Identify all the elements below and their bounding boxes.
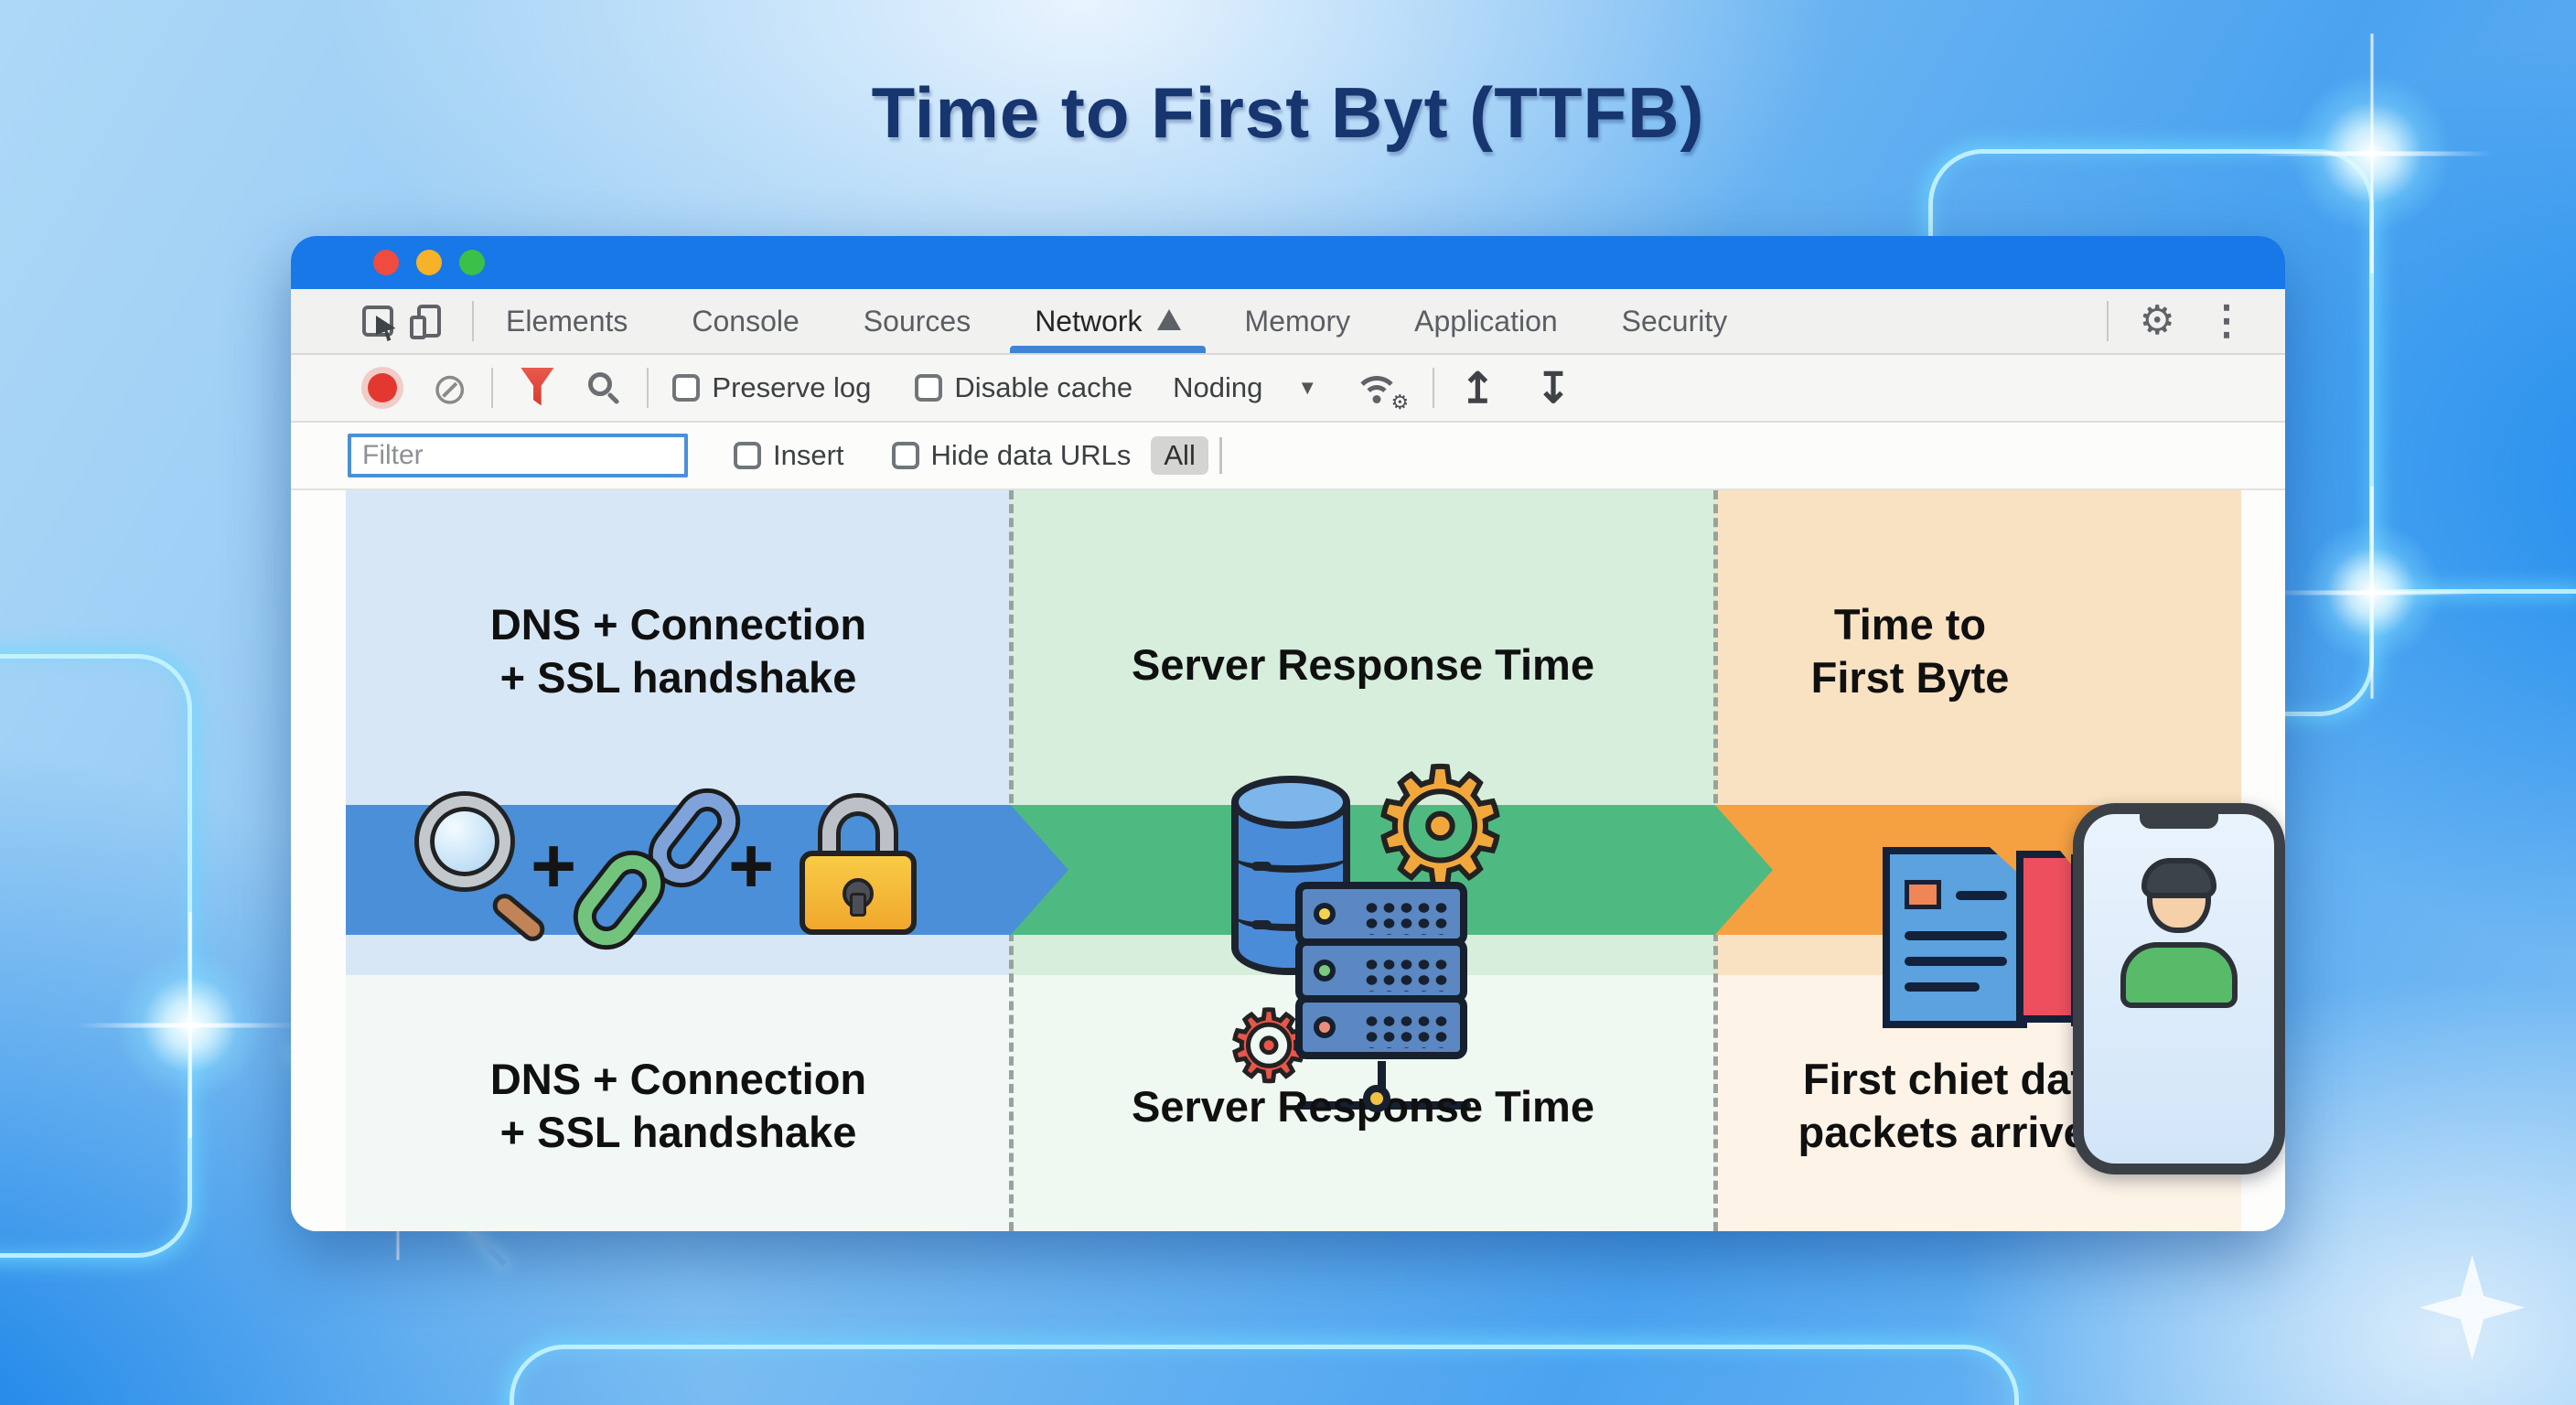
filter-funnel-icon[interactable] xyxy=(521,368,554,406)
lens-flare xyxy=(114,949,265,1100)
zoom-button[interactable] xyxy=(459,250,485,275)
tab-memory[interactable]: Memory xyxy=(1213,289,1383,353)
stage-dns-top-label: DNS + Connection + SSL handshake xyxy=(489,600,867,702)
documents-icon xyxy=(1883,847,2027,1028)
disable-cache-label: Disable cache xyxy=(954,371,1133,403)
preserve-log-label: Preserve log xyxy=(712,371,872,403)
server-rack-icon xyxy=(1295,882,1467,1059)
throttling-select[interactable]: Noding xyxy=(1173,371,1263,403)
stage-server-bottom-label: Server Response Time xyxy=(1132,1082,1594,1131)
insert-label: Insert xyxy=(773,439,844,471)
inspect-element-icon[interactable] xyxy=(362,306,396,341)
phone-notch xyxy=(2140,812,2218,829)
hide-data-urls-checkbox[interactable] xyxy=(891,442,919,469)
user-avatar-icon xyxy=(2120,858,2238,1008)
neon-rect-bottom xyxy=(510,1345,2019,1405)
window-titlebar xyxy=(291,236,2285,289)
tab-label: Console xyxy=(692,304,800,338)
tab-security[interactable]: Security xyxy=(1590,289,1760,353)
filter-input[interactable] xyxy=(348,434,688,477)
insert-checkbox[interactable] xyxy=(734,442,761,469)
preserve-log-checkbox[interactable] xyxy=(672,374,701,402)
tab-network[interactable]: Network xyxy=(1003,289,1212,353)
cursor-icon xyxy=(376,316,396,341)
plus-sign: + xyxy=(531,822,577,910)
close-button[interactable] xyxy=(373,250,399,275)
devtools-tabbar: Elements Console Sources Network Memory … xyxy=(291,289,2285,355)
record-button[interactable] xyxy=(368,373,397,402)
minimize-button[interactable] xyxy=(416,250,442,275)
divider xyxy=(2106,301,2109,341)
panel-dns-bottom xyxy=(346,975,1011,1231)
search-icon[interactable] xyxy=(588,372,620,405)
kebab-menu-icon[interactable]: ⋮ xyxy=(2206,298,2247,343)
tab-label: Application xyxy=(1414,304,1558,338)
tab-label: Elements xyxy=(506,304,628,338)
diagram-content: + + ⚙ ⚙ xyxy=(291,490,2285,1231)
device-frame-icon xyxy=(410,316,426,339)
stage-server-top-label: Server Response Time xyxy=(1132,640,1594,689)
disable-cache-checkbox[interactable] xyxy=(915,374,943,402)
chevron-down-icon[interactable]: ▼ xyxy=(1297,376,1318,399)
tab-application[interactable]: Application xyxy=(1382,289,1590,353)
padlock-icon xyxy=(800,798,917,935)
network-conditions-icon[interactable]: ⚙ xyxy=(1352,369,1409,413)
magnifier-icon xyxy=(419,796,556,949)
sparkle-icon xyxy=(2420,1255,2525,1360)
tab-sources[interactable]: Sources xyxy=(832,289,1003,353)
plus-sign: + xyxy=(728,822,775,910)
lens-flare xyxy=(2292,73,2452,233)
tab-label: Memory xyxy=(1244,304,1351,338)
tab-console[interactable]: Console xyxy=(660,289,831,353)
warning-icon xyxy=(1156,308,1181,330)
network-toolbar: ⊘ Preserve log Disable cache Noding ▼ ⚙ … xyxy=(291,355,2285,423)
import-har-icon[interactable]: ↥ xyxy=(1460,364,1496,412)
lens-flare xyxy=(2301,521,2442,663)
mini-gear-icon: ⚙ xyxy=(1390,391,1410,413)
stage-ttfb-top-label: Time to First Byte xyxy=(1810,600,2010,702)
page-title: Time to First Byt (TTFB) xyxy=(871,72,1705,153)
chain-link-icon xyxy=(566,781,747,957)
hide-data-urls-label: Hide data URLs xyxy=(930,439,1132,471)
settings-gear-icon[interactable]: ⚙ xyxy=(2139,298,2175,343)
phone-screen xyxy=(2084,814,2274,1164)
network-node-icon xyxy=(1363,1085,1390,1112)
tab-label: Sources xyxy=(863,304,971,338)
export-har-icon[interactable]: ↧ xyxy=(1535,364,1572,412)
stage-dns-bottom-label: DNS + Connection + SSL handshake xyxy=(489,1055,867,1156)
device-toolbar-icon[interactable] xyxy=(410,305,441,339)
all-filter-chip[interactable]: All xyxy=(1151,436,1208,475)
divider xyxy=(1433,368,1435,408)
divider xyxy=(472,301,474,341)
divider xyxy=(491,368,494,408)
tab-label: Security xyxy=(1621,304,1728,338)
divider xyxy=(1218,437,1222,474)
tab-elements[interactable]: Elements xyxy=(474,289,660,353)
clear-icon[interactable]: ⊘ xyxy=(432,363,468,413)
devtools-window: Elements Console Sources Network Memory … xyxy=(291,236,2285,1231)
network-cable xyxy=(1378,1061,1386,1105)
divider xyxy=(647,368,649,408)
gutter xyxy=(291,490,346,1231)
tab-label: Network xyxy=(1035,304,1143,338)
smartphone-icon xyxy=(2073,803,2285,1174)
filter-bar: Insert Hide data URLs All xyxy=(291,423,2285,490)
